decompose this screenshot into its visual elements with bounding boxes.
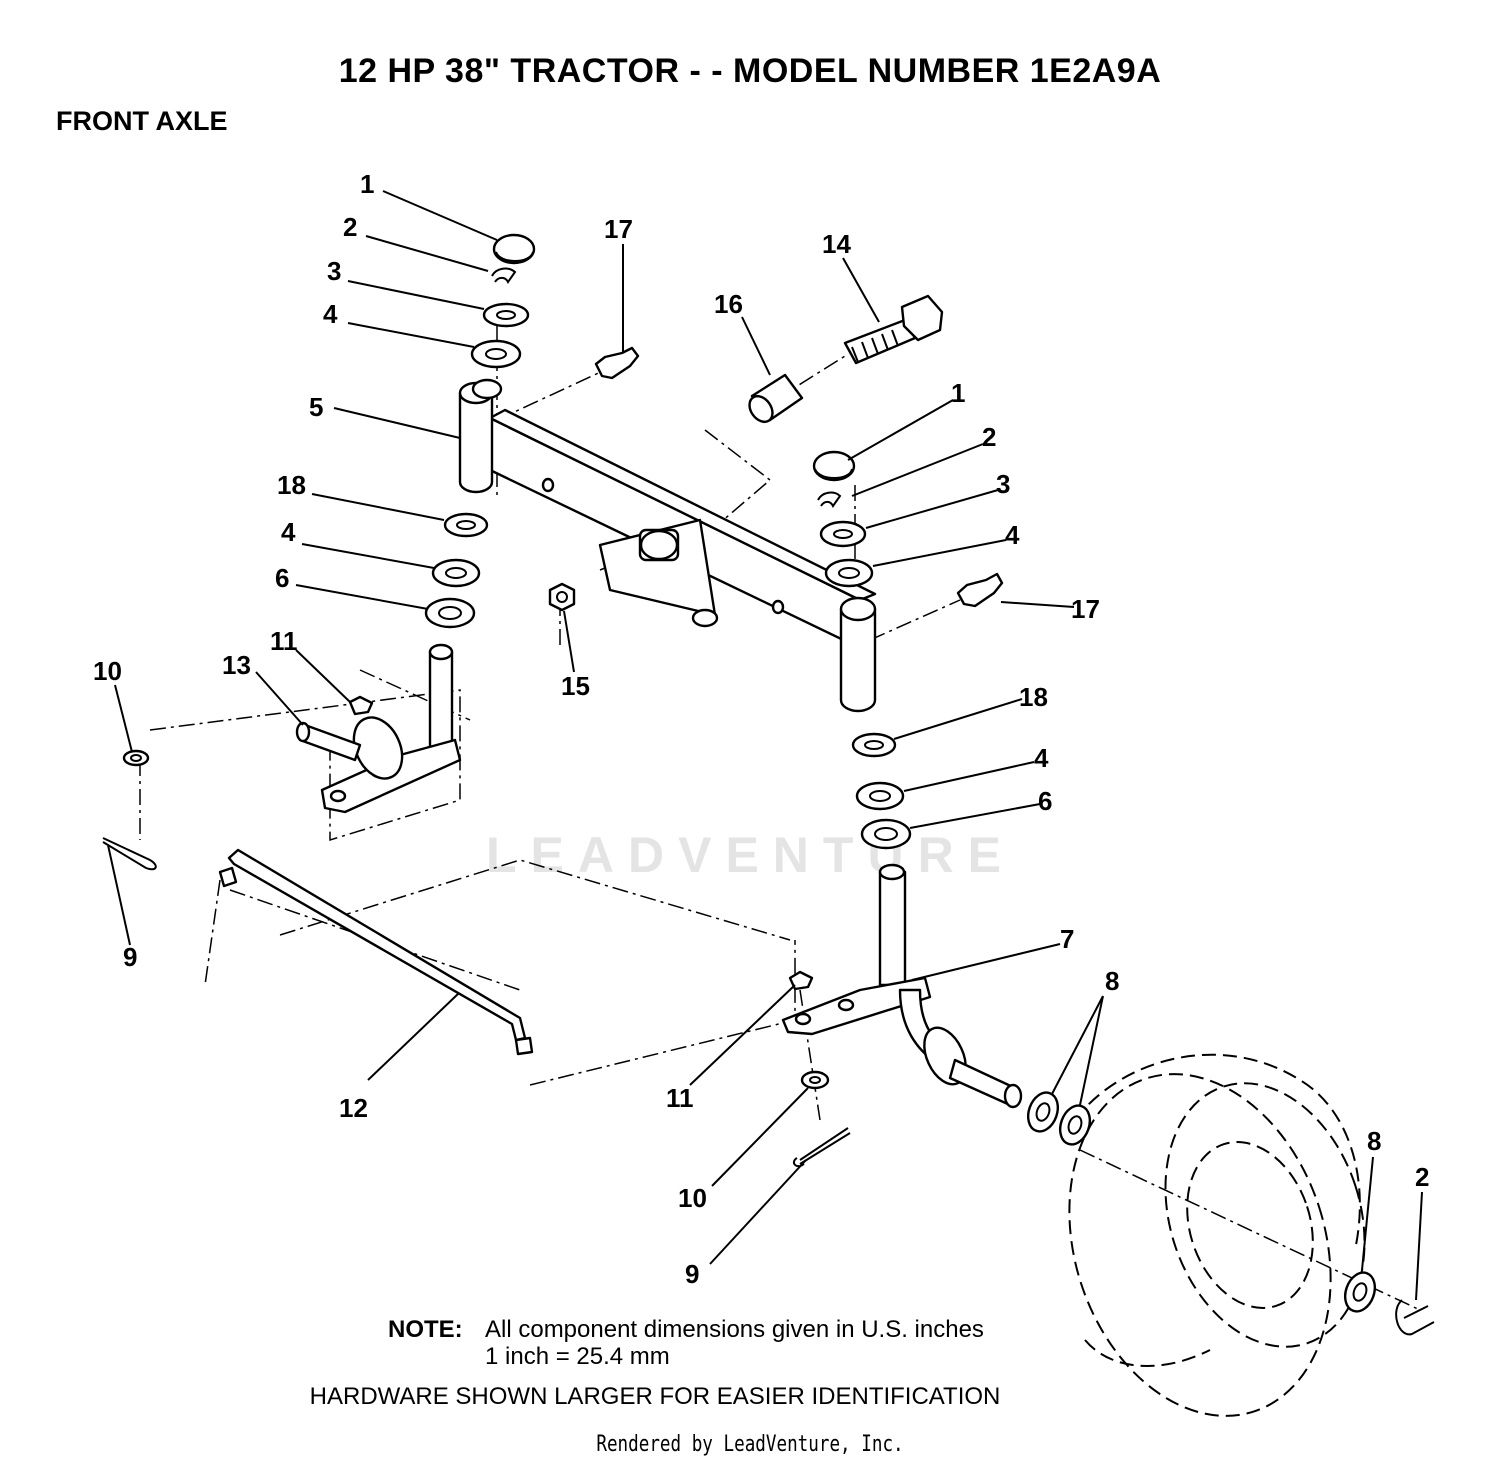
callout-9: 9 (685, 1259, 699, 1289)
phantom-lines (139, 326, 1421, 1311)
note-label: NOTE: (388, 1316, 463, 1343)
callout-4: 4 (1005, 520, 1020, 550)
callout-16: 16 (714, 289, 743, 319)
callout-13: 13 (222, 650, 251, 680)
lock-nut (548, 582, 576, 612)
callout-6: 6 (1038, 786, 1052, 816)
callout-9: 9 (123, 942, 137, 972)
callout-labels: 1 2 3 4 5 18 4 6 11 13 10 9 12 17 16 14 … (93, 169, 1429, 1289)
front-wheel (1068, 1053, 1366, 1417)
hardware-note: HARDWARE SHOWN LARGER FOR EASIER IDENTIF… (309, 1383, 1001, 1410)
note-line-2: 1 inch = 25.4 mm (485, 1343, 670, 1370)
callout-8: 8 (1105, 966, 1119, 996)
callout-18: 18 (1019, 682, 1048, 712)
callout-11: 11 (666, 1083, 694, 1113)
footer-credit: Rendered by LeadVenture, Inc. (596, 1432, 904, 1457)
callout-1: 1 (951, 378, 965, 408)
left-pivot-tube (458, 378, 503, 494)
right-pivot-tube (839, 596, 877, 713)
callout-4: 4 (1034, 743, 1049, 773)
left-spindle (295, 643, 462, 814)
callout-7: 7 (1060, 924, 1074, 954)
callout-3: 3 (327, 256, 341, 286)
callout-18: 18 (277, 470, 306, 500)
right-pivot-hardware (812, 450, 912, 850)
watermark-text: LEADVENTURE (486, 827, 1016, 883)
callout-4: 4 (323, 299, 338, 329)
cotter-pins (102, 837, 1435, 1336)
axle-washers (122, 749, 1377, 1313)
callout-6: 6 (275, 563, 289, 593)
note-line-1: All component dimensions given in U.S. i… (485, 1316, 984, 1343)
callout-17: 17 (1071, 594, 1100, 624)
page-title: 12 HP 38" TRACTOR - - MODEL NUMBER 1E2A9… (338, 52, 1162, 90)
callout-10: 10 (678, 1183, 707, 1213)
section-title: FRONT AXLE (56, 106, 228, 136)
callout-14: 14 (822, 229, 851, 259)
callout-12: 12 (339, 1093, 368, 1123)
callout-2: 2 (343, 212, 357, 242)
pivot-bolt-and-spacer (748, 294, 944, 424)
callout-11: 11 (270, 626, 298, 656)
callout-5: 5 (309, 392, 323, 422)
left-pivot-hardware (424, 233, 536, 629)
axle-beam (488, 408, 877, 650)
callout-4: 4 (281, 517, 296, 547)
leader-lines (107, 190, 1423, 1301)
callout-8: 8 (1367, 1126, 1381, 1156)
grease-fittings (594, 346, 1004, 608)
callout-2: 2 (1415, 1162, 1429, 1192)
callout-1: 1 (360, 169, 374, 199)
callout-10: 10 (93, 656, 122, 686)
callout-15: 15 (561, 671, 590, 701)
dimension-note: NOTE: All component dimensions given in … (388, 1316, 984, 1370)
callout-3: 3 (996, 469, 1010, 499)
callout-17: 17 (604, 214, 633, 244)
callout-2: 2 (982, 422, 996, 452)
tie-rod (218, 848, 534, 1056)
right-spindle (781, 863, 1023, 1109)
